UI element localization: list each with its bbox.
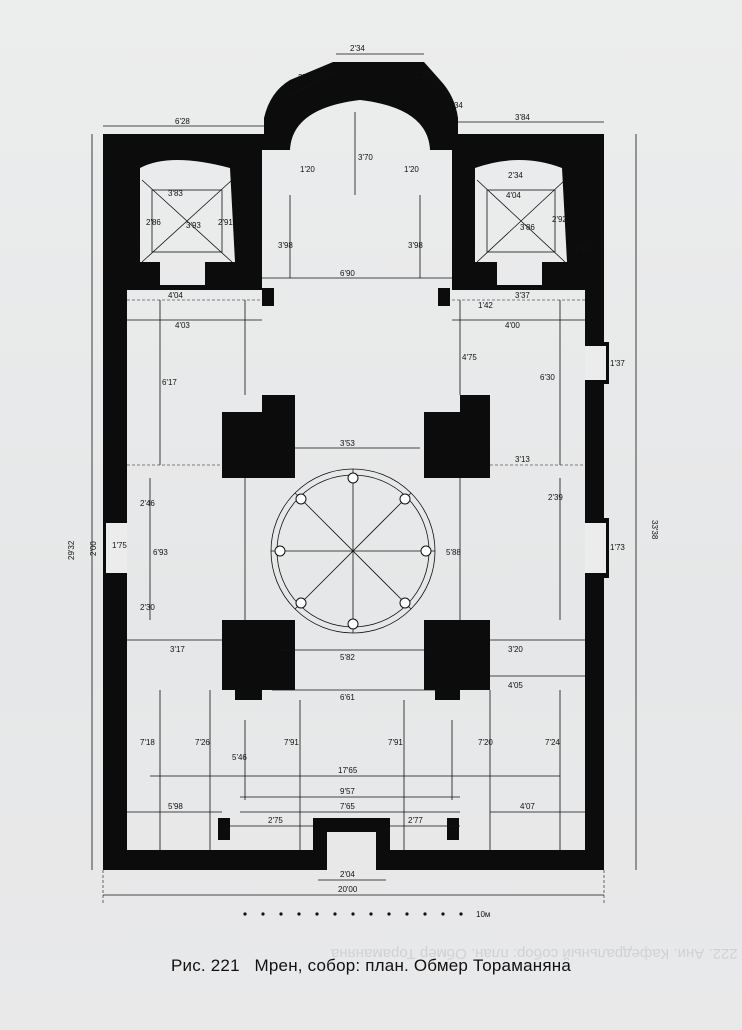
dim-side-6: 1'37 (610, 359, 625, 368)
dim-bottom-8: 2'04 (340, 870, 355, 879)
chapel-dim-5: 2'34 (508, 171, 523, 180)
dim-dome-6: 2'30 (140, 603, 155, 612)
dimension-lines (91, 53, 637, 905)
dim-lower-2: 3'20 (508, 645, 523, 654)
dim-lower-8: 7'91 (284, 738, 299, 747)
dim-apse-bay-r: 3'98 (408, 241, 423, 250)
piers (218, 288, 490, 840)
dim-bottom-7: 4'07 (520, 802, 535, 811)
chapel-dim-7: 3'86 (520, 223, 535, 232)
dim-lower-4: 6'61 (340, 693, 355, 702)
dim-upper-1: 4'03 (175, 321, 190, 330)
dim-top-center: 2'34 (350, 44, 365, 53)
caption-text: Мрен, собор: план. Обмер Тораманяна (254, 956, 571, 975)
dim-upper-5: 1'42 (478, 301, 493, 310)
chapel-dim-3: 3'93 (186, 221, 201, 230)
chapel-dim-2: 2'86 (146, 218, 161, 227)
dim-dome-4: 6'93 (153, 548, 168, 557)
dim-dome-2: 3'13 (515, 455, 530, 464)
dim-side-3: 2'00 (89, 541, 98, 556)
dim-bottom-1: 17'65 (338, 766, 358, 775)
dim-bottom-9: 20'00 (338, 885, 358, 894)
dim-lower-6: 7'18 (140, 738, 155, 747)
dim-dome-5: 5'88 (446, 548, 461, 557)
dim-upper-4: 3'37 (515, 291, 530, 300)
dim-top-left: 6'28 (175, 117, 190, 126)
dim-lower-1: 3'17 (170, 645, 185, 654)
dim-upper-6: 6'17 (162, 378, 177, 387)
dim-upper-7: 6'30 (540, 373, 555, 382)
dim-bottom-6: 2'77 (408, 816, 423, 825)
dim-apse-depth: 3'70 (358, 153, 373, 162)
dim-top-apse-right: 2'25 (415, 71, 430, 80)
dim-bottom-4: 5'98 (168, 802, 183, 811)
chapel-dim-4: 2'91 (218, 218, 233, 227)
dim-lower-5: 4'05 (508, 681, 523, 690)
dim-lower-3: 5'82 (340, 653, 355, 662)
dim-dome-7: 2'39 (548, 493, 563, 502)
dim-bottom-5: 2'75 (268, 816, 283, 825)
scale-bar-label: 10м (476, 910, 490, 919)
dome (270, 468, 436, 634)
dim-top-right: 3'84 (515, 113, 530, 122)
dim-side-5: 1'73 (610, 543, 625, 552)
dim-side-4: 1'75 (112, 541, 127, 550)
dim-side-1: 29'32 (67, 540, 76, 560)
dim-upper-2: 4'00 (505, 321, 520, 330)
dim-bottom-3: 7'65 (340, 802, 355, 811)
dim-dome-3: 2'46 (140, 499, 155, 508)
chapel-dim-1: 3'83 (168, 189, 183, 198)
caption-number: Рис. 221 (171, 956, 240, 975)
chapel-dim-6: 4'04 (506, 191, 521, 200)
dim-lower-11: 7'24 (545, 738, 560, 747)
outer-walls (103, 62, 609, 870)
dim-lower-7: 7'26 (195, 738, 210, 747)
dim-lower-10: 7'20 (478, 738, 493, 747)
corner-chapels (127, 150, 585, 290)
scale-bar: 10м (243, 910, 490, 919)
dim-upper-8: 4'75 (462, 353, 477, 362)
dim-dome-1: 3'53 (340, 439, 355, 448)
dim-side-2: 33'38 (650, 520, 659, 540)
dim-lower-12: 5'46 (232, 753, 247, 762)
dim-lower-9: 7'91 (388, 738, 403, 747)
dim-apse-width: 6'90 (340, 269, 355, 278)
figure-caption: Рис. 221 Мрен, собор: план. Обмер Торама… (0, 956, 742, 976)
chapel-dim-9: 1'36 (574, 245, 589, 254)
dim-top-small: 2'34 (448, 101, 463, 110)
chapel-dim-8: 2'92 (552, 215, 567, 224)
dim-apse-r: 1'20 (404, 165, 419, 174)
dim-apse-l: 1'20 (300, 165, 315, 174)
dim-top-apse-left: 2'25 (298, 73, 313, 82)
dim-bottom-2: 9'57 (340, 787, 355, 796)
dimension-labels: 6'28 2'34 2'25 2'25 3'84 2'34 3'70 1'20 … (67, 44, 659, 894)
dim-upper-3: 4'04 (168, 291, 183, 300)
dim-apse-bay-l: 3'98 (278, 241, 293, 250)
